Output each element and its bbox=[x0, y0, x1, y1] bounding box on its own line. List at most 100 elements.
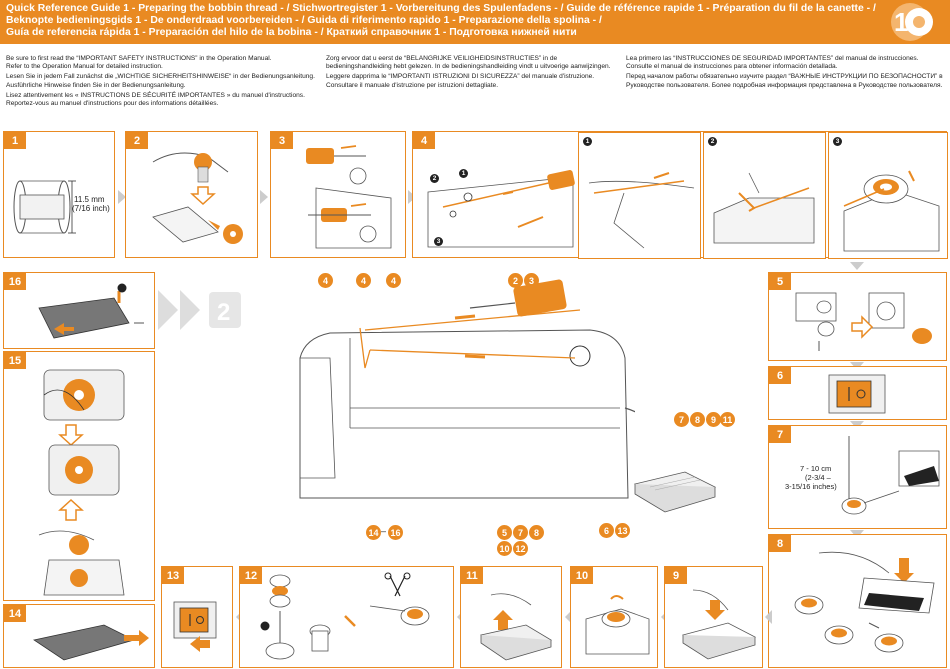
intro-text: Ausführliche Hinweise finden Sie in der … bbox=[6, 81, 186, 89]
bobbin-cover-close-illustration bbox=[38, 283, 144, 339]
callout-marker: 8 bbox=[529, 525, 544, 540]
bobbin-size-inch: (7/16 inch) bbox=[72, 204, 110, 213]
step-3-badge: 3 bbox=[271, 132, 293, 149]
step-8-badge: 8 bbox=[769, 535, 791, 552]
intro-text: Перед началом работы обязательно изучите… bbox=[626, 73, 943, 81]
intro-column-2: Zorg ervoor dat u eerst de “BELANGRIJKE … bbox=[326, 55, 616, 92]
step-4-sub-panel-2: 2 bbox=[703, 132, 826, 259]
step-11-badge: 11 bbox=[461, 567, 483, 584]
sewing-machine-illustration bbox=[299, 279, 635, 499]
step-5-badge: 5 bbox=[769, 273, 791, 290]
step-14-panel: 14 bbox=[3, 604, 155, 668]
next-arrow-icon bbox=[260, 190, 268, 204]
step-11-panel: 11 bbox=[460, 566, 562, 668]
step-9-panel: 9 bbox=[664, 566, 763, 668]
callout-range-dash: – bbox=[381, 526, 387, 536]
intro-text: Lesen Sie in jedem Fall zunächst die „WI… bbox=[6, 73, 315, 81]
callout-marker: 5 bbox=[497, 525, 512, 540]
step-7-badge: 7 bbox=[769, 426, 791, 443]
intro-text: Refer to the Operation Manual for detail… bbox=[6, 63, 163, 71]
step-16-panel: 16 bbox=[3, 272, 155, 349]
callout-marker: 7 bbox=[513, 525, 528, 540]
bobbin-insert-illustration bbox=[38, 369, 125, 596]
intro-column-1: Be sure to first read the “IMPORTANT SAF… bbox=[6, 55, 321, 110]
step-6-panel: 6 bbox=[768, 366, 947, 420]
next-arrow-icon bbox=[118, 190, 126, 204]
bobbin-removal-illustration bbox=[260, 572, 430, 660]
bobbin-winding-stop-illustration bbox=[585, 595, 650, 655]
step-4-sub-panel-3: 3 bbox=[828, 132, 948, 259]
step-10-panel: 10 bbox=[570, 566, 658, 668]
callout-marker: 9 bbox=[706, 412, 721, 427]
sub-step-marker: 2 bbox=[708, 137, 717, 146]
bobbin-illustration bbox=[13, 180, 71, 234]
callout-marker: 14 bbox=[366, 525, 381, 540]
header-title-line-3: Guía de referencia rápida 1 - Preparació… bbox=[6, 27, 577, 38]
step-4-badge: 4 bbox=[413, 132, 435, 149]
step-4-panel: 4 2 1 3 1 2 3 bbox=[412, 131, 948, 259]
callout-marker: 7 bbox=[674, 412, 689, 427]
thread-guide-illustration bbox=[427, 170, 575, 248]
intro-text: Be sure to first read the “IMPORTANT SAF… bbox=[6, 55, 272, 62]
pretension-disk-illustration bbox=[713, 172, 815, 244]
thread-length-cm: 7 - 10 cm bbox=[800, 464, 832, 473]
step-16-badge: 16 bbox=[4, 273, 26, 290]
step-6-badge: 6 bbox=[769, 367, 791, 384]
bobbin-cover-open-illustration bbox=[32, 624, 149, 661]
step-3-panel: 3 bbox=[270, 131, 406, 258]
intro-text: Consultare il manuale d'istruzione per i… bbox=[326, 81, 499, 89]
step-2-panel: 2 bbox=[125, 131, 258, 258]
step-7-panel: 7 7 - 10 cm (2-3/4 – 3-15/16 inches) bbox=[768, 425, 947, 529]
intro-text: Lea primero las “INSTRUCCIONES DE SEGURI… bbox=[626, 55, 919, 62]
next-guide-icon: 2 bbox=[207, 290, 243, 330]
step-13-panel: 13 bbox=[161, 566, 233, 668]
thread-guide-detail-illustration bbox=[588, 172, 695, 249]
step-5-panel: 5 bbox=[768, 272, 947, 361]
logo-number: 1 bbox=[894, 7, 908, 37]
step-14-badge: 14 bbox=[4, 605, 26, 622]
intro-text: Leggere dapprima le “IMPORTANTI ISTRUZIO… bbox=[326, 73, 595, 81]
step-12-badge: 12 bbox=[240, 567, 262, 584]
down-arrow-icon bbox=[850, 262, 864, 270]
intro-text: Zorg ervoor dat u eerst de “BELANGRIJKE … bbox=[326, 55, 558, 62]
sub-step-marker: 3 bbox=[434, 237, 443, 246]
callout-marker: 4 bbox=[386, 273, 401, 288]
next-guide-arrows-icon bbox=[158, 290, 200, 330]
bobbin-on-spindle-illustration bbox=[795, 292, 932, 351]
foot-controller-illustration bbox=[633, 471, 717, 513]
foot-press-illustration bbox=[682, 589, 757, 660]
sub-step-marker: 2 bbox=[430, 174, 439, 183]
intro-text: Руководстве пользователя. Более подробна… bbox=[626, 81, 943, 89]
callout-marker: 10 bbox=[497, 541, 512, 556]
callout-marker: 4 bbox=[318, 273, 333, 288]
spool-placement-illustration bbox=[152, 152, 243, 244]
callout-marker: 3 bbox=[524, 273, 539, 288]
header-bar: Quick Reference Guide 1 - Preparing the … bbox=[0, 0, 950, 44]
step-13-badge: 13 bbox=[162, 567, 184, 584]
power-switch-illustration bbox=[828, 374, 886, 414]
callout-marker: 4 bbox=[356, 273, 371, 288]
callout-marker: 13 bbox=[615, 523, 630, 538]
sub-step-marker: 3 bbox=[833, 137, 842, 146]
callout-marker: 11 bbox=[720, 412, 735, 427]
next-guide-number: 2 bbox=[217, 299, 230, 326]
thread-length-inch-2: 3-15/16 inches) bbox=[785, 482, 837, 491]
header-title-line-1: Quick Reference Guide 1 - Preparing the … bbox=[6, 3, 876, 14]
callout-marker: 12 bbox=[513, 541, 528, 556]
intro-text: Consulte el manual de instrucciones para… bbox=[626, 63, 838, 71]
step-15-panel: 15 bbox=[3, 351, 155, 601]
bobbin-winder-illustration bbox=[843, 170, 940, 252]
prev-arrow-icon bbox=[765, 610, 772, 624]
bobbin-size-mm: 11.5 mm bbox=[74, 195, 105, 204]
sub-step-marker: 1 bbox=[459, 169, 468, 178]
power-off-illustration bbox=[173, 601, 217, 652]
sub-step-marker: 1 bbox=[583, 137, 592, 146]
step-4-sub-panel-1: 1 bbox=[578, 132, 701, 259]
intro-text: Lisez attentivement les « INSTRUCTIONS D… bbox=[6, 91, 305, 99]
step-1-badge: 1 bbox=[4, 132, 26, 149]
callout-marker: 2 bbox=[508, 273, 523, 288]
dimension-line bbox=[68, 180, 76, 234]
intro-column-3: Lea primero las “INSTRUCCIONES DE SEGURI… bbox=[626, 55, 946, 92]
intro-text: bedieningshandleiding hebt gelezen. In d… bbox=[326, 63, 611, 71]
step-10-badge: 10 bbox=[571, 567, 593, 584]
